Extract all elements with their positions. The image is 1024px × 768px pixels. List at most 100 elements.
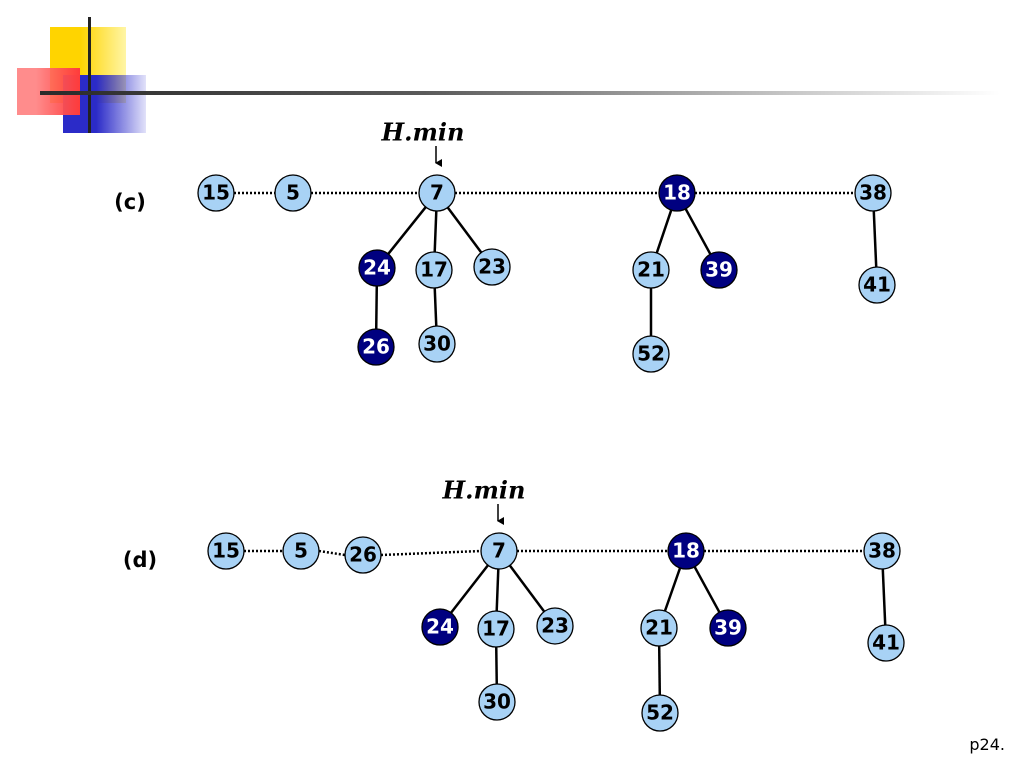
node-circle (418, 325, 456, 363)
heap-node-39: 39 (709, 609, 747, 647)
node-key: 18 (663, 181, 691, 205)
marked-node-circle (658, 174, 696, 212)
hmin-label: H.min (381, 118, 465, 147)
tree-edge (508, 564, 546, 613)
node-key: 52 (646, 701, 674, 725)
panel-label: (d) (123, 548, 157, 572)
node-key: 38 (859, 181, 887, 205)
node-key: 26 (349, 543, 377, 567)
node-key: 30 (483, 690, 511, 714)
heap-node-24: 24 (358, 249, 396, 287)
heap-node-38: 38 (863, 532, 901, 570)
heap-node-23: 23 (536, 607, 574, 645)
tree-edge (374, 285, 379, 330)
node-circle (863, 532, 901, 570)
tree-edge (446, 206, 483, 254)
tree-edge (881, 568, 887, 626)
heap-node-21: 21 (632, 251, 670, 289)
heap-node-17: 17 (477, 610, 515, 648)
panel-c: (c) H.min 15 5 7 18 38 24 17 23 26 30 21 39 52 41 (114, 118, 896, 373)
node-key: 41 (872, 631, 900, 655)
node-circle (867, 624, 905, 662)
node-circle (207, 532, 245, 570)
tree-edge (387, 206, 427, 255)
heap-node-7: 7 (480, 532, 518, 570)
node-key: 41 (863, 273, 891, 297)
node-key: 26 (362, 335, 390, 359)
node-circle (632, 251, 670, 289)
node-key: 7 (430, 181, 444, 205)
node-key: 23 (478, 255, 506, 279)
node-circle (536, 607, 574, 645)
hmin-label: H.min (442, 476, 526, 505)
heap-node-18: 18 (667, 532, 705, 570)
node-circle (197, 174, 235, 212)
node-circle (858, 266, 896, 304)
heap-node-52: 52 (641, 694, 679, 732)
panel-label: (c) (114, 190, 146, 214)
node-key: 24 (363, 256, 391, 280)
node-key: 7 (492, 539, 506, 563)
tree-edge (693, 566, 721, 613)
heap-node-5: 5 (274, 174, 312, 212)
root-list-link (380, 549, 482, 557)
node-circle (415, 251, 453, 289)
decor-vertical-line (88, 17, 91, 133)
node-key: 5 (294, 539, 308, 563)
heap-node-15: 15 (197, 174, 235, 212)
marked-node-circle (421, 608, 459, 646)
heap-node-38: 38 (854, 174, 892, 212)
node-key: 5 (286, 181, 300, 205)
page-number: p24. (969, 735, 1005, 754)
node-key: 39 (714, 616, 742, 640)
tree-edge (495, 568, 500, 612)
node-circle (632, 335, 670, 373)
heap-node-24: 24 (421, 608, 459, 646)
node-circle (640, 609, 678, 647)
node-circle (477, 610, 515, 648)
tree-edge (433, 210, 438, 253)
node-circle (344, 536, 382, 574)
heap-node-17: 17 (415, 251, 453, 289)
heap-node-7: 7 (418, 174, 456, 212)
tree-edge (663, 567, 682, 612)
heap-node-41: 41 (867, 624, 905, 662)
node-key: 21 (645, 616, 673, 640)
heap-node-5: 5 (282, 532, 320, 570)
heap-node-18: 18 (658, 174, 696, 212)
marked-node-circle (667, 532, 705, 570)
node-key: 38 (868, 539, 896, 563)
node-key: 52 (637, 342, 665, 366)
marked-node-circle (700, 251, 738, 289)
tree-edge (450, 564, 489, 614)
node-circle (641, 694, 679, 732)
marked-node-circle (357, 328, 395, 366)
heap-node-26: 26 (344, 536, 382, 574)
root-list-link (318, 549, 346, 557)
heap-node-21: 21 (640, 609, 678, 647)
tree-edge (655, 209, 673, 254)
node-key: 15 (212, 539, 240, 563)
node-key: 15 (202, 181, 230, 205)
node-key: 23 (541, 614, 569, 638)
heap-node-15: 15 (207, 532, 245, 570)
heap-node-23: 23 (473, 248, 511, 286)
marked-node-circle (709, 609, 747, 647)
heap-node-30: 30 (478, 683, 516, 721)
node-key: 21 (637, 258, 665, 282)
heap-node-41: 41 (858, 266, 896, 304)
node-key: 30 (423, 332, 451, 356)
node-circle (418, 174, 456, 212)
heap-node-30: 30 (418, 325, 456, 363)
node-key: 17 (482, 617, 510, 641)
node-key: 39 (705, 258, 733, 282)
node-key: 17 (420, 258, 448, 282)
tree-edge (872, 210, 878, 268)
node-circle (282, 532, 320, 570)
node-circle (473, 248, 511, 286)
node-circle (274, 174, 312, 212)
tree-edge (494, 646, 499, 685)
node-circle (854, 174, 892, 212)
